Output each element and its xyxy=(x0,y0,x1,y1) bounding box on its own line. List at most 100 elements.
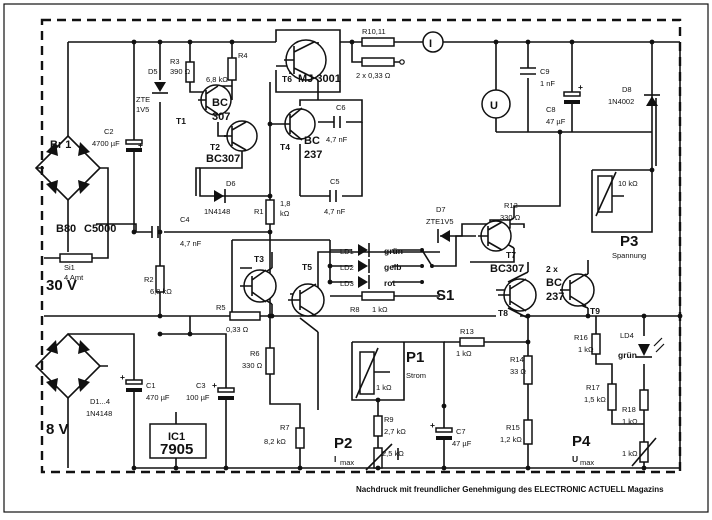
capacitor-c5 xyxy=(329,190,337,202)
label-t6: T6 xyxy=(282,74,292,84)
label-d5-val2: 1V5 xyxy=(136,105,149,114)
led-ld3 xyxy=(358,275,370,289)
label-d5-val: ZTE xyxy=(136,95,150,104)
label-ld4-col: grün xyxy=(618,350,637,360)
label-d14: D1...4 xyxy=(90,397,110,406)
label-c3: C3 xyxy=(196,381,206,390)
resistor-r11 xyxy=(361,57,395,67)
p3-arrow-icon xyxy=(595,171,617,217)
outer-frame xyxy=(3,3,709,513)
label-r6-val: 330 Ω xyxy=(242,361,263,370)
label-c5000: C5000 xyxy=(84,223,116,235)
resistor-r16 xyxy=(591,333,601,355)
label-t1: T1 xyxy=(176,116,186,126)
label-r14-val: 33 Ω xyxy=(510,367,526,376)
label-r15: R15 xyxy=(506,423,520,432)
t9-pins-icon xyxy=(560,273,587,307)
capacitor-c2 xyxy=(125,139,143,152)
label-t2-type: BC307 xyxy=(206,153,240,165)
label-r8: R8 xyxy=(350,305,360,314)
label-d8: D8 xyxy=(622,85,632,94)
label-r8-val: 1 kΩ xyxy=(372,305,388,314)
resistor-r4 xyxy=(227,57,237,81)
label-r16-val: 1 kΩ xyxy=(578,345,594,354)
label-c9-val: 1 nF xyxy=(540,79,555,88)
label-p4: P4 xyxy=(572,433,591,450)
reprint-caption: Nachdruck mit freundlicher Genehmigung d… xyxy=(356,485,664,494)
label-c7-val: 47 µF xyxy=(452,439,472,448)
resistor-r17 xyxy=(607,383,617,411)
capacitor-c1 xyxy=(125,379,143,392)
label-c1-val: 470 µF xyxy=(146,393,170,402)
label-c5-val: 4,7 nF xyxy=(324,207,346,216)
label-t6-type: MJ 3001 xyxy=(298,73,341,85)
label-r17-val: 1,5 kΩ xyxy=(584,395,606,404)
label-ld2: LD2 xyxy=(340,263,354,272)
label-r1-val: 1,8 xyxy=(280,199,290,208)
label-t1-type2: 307 xyxy=(212,111,230,123)
polarity-c1: + xyxy=(120,372,125,382)
label-c8-val: 47 µF xyxy=(546,117,566,126)
label-p4-sub: max xyxy=(580,458,594,467)
label-ld3: LD3 xyxy=(340,279,354,288)
label-d5: D5 xyxy=(148,67,158,76)
label-c4-val: 4,7 nF xyxy=(180,239,202,248)
label-t9: T9 xyxy=(590,306,600,316)
wiring xyxy=(34,29,681,470)
label-t4-type: BC xyxy=(304,135,320,147)
label-d6: D6 xyxy=(226,179,236,188)
label-c2: C2 xyxy=(104,127,114,136)
t5-pins-icon xyxy=(288,283,317,317)
resistor-r15 xyxy=(523,419,533,445)
bridge-d1-d4-diodes xyxy=(46,340,90,392)
capacitor-c3 xyxy=(217,387,235,400)
capacitor-c4 xyxy=(151,226,159,238)
resistor-r5 xyxy=(229,311,261,321)
label-r9-val: 2,7 kΩ xyxy=(384,427,406,436)
label-c6: C6 xyxy=(336,103,346,112)
label-ic1: IC1 xyxy=(168,431,185,443)
label-p2-val: 2,5 kΩ xyxy=(382,449,404,458)
label-t89-mult: 2 x xyxy=(546,264,558,274)
p4-arrow-icon xyxy=(631,437,657,467)
label-c8: C8 xyxy=(546,105,556,114)
bridge-br1-diodes xyxy=(46,142,90,194)
label-ld1-col: grün xyxy=(384,246,403,256)
label-t4: T4 xyxy=(280,142,290,152)
label-r3-val: 390 Ω xyxy=(170,67,191,76)
label-d7: D7 xyxy=(436,205,446,214)
polarity-c2: + xyxy=(138,140,143,150)
label-t89-type2: 237 xyxy=(546,291,564,303)
resistor-r7 xyxy=(295,427,305,449)
polarity-c8: + xyxy=(578,82,583,92)
led-ld2 xyxy=(358,259,370,273)
label-t5: T5 xyxy=(302,262,312,272)
capacitor-c9 xyxy=(520,67,536,75)
label-ic1-type: 7905 xyxy=(160,441,193,458)
label-p4-val: 1 kΩ xyxy=(622,449,638,458)
t7-pins-icon xyxy=(478,221,503,251)
label-t3: T3 xyxy=(254,254,264,264)
t3-pins-icon xyxy=(240,269,267,303)
t6-pins-icon xyxy=(284,41,315,79)
label-p4-name: U xyxy=(572,454,578,464)
label-p3-name: Spannung xyxy=(612,251,646,260)
diode-d5 xyxy=(152,82,168,94)
label-p2: P2 xyxy=(334,435,352,452)
label-r16: R16 xyxy=(574,333,588,342)
capacitor-c7 xyxy=(435,427,453,440)
label-c9: C9 xyxy=(540,67,550,76)
resistor-r13 xyxy=(459,337,485,347)
label-8v: 8 V xyxy=(46,421,69,438)
label-r3: R3 xyxy=(170,57,180,66)
p1-arrow-icon xyxy=(355,347,379,399)
resistor-r9 xyxy=(373,415,383,437)
t8-pins-icon xyxy=(498,278,527,312)
component-labels: Br 1 B80 C5000 Si1 4 Amt 30 V 8 V C2 470… xyxy=(46,27,646,467)
label-r18: R18 xyxy=(622,405,636,414)
t4-pins-icon xyxy=(282,107,303,141)
label-si1-val: 4 Amt xyxy=(64,273,84,282)
label-r13-val: 1 kΩ xyxy=(456,349,472,358)
label-c7: C7 xyxy=(456,427,466,436)
